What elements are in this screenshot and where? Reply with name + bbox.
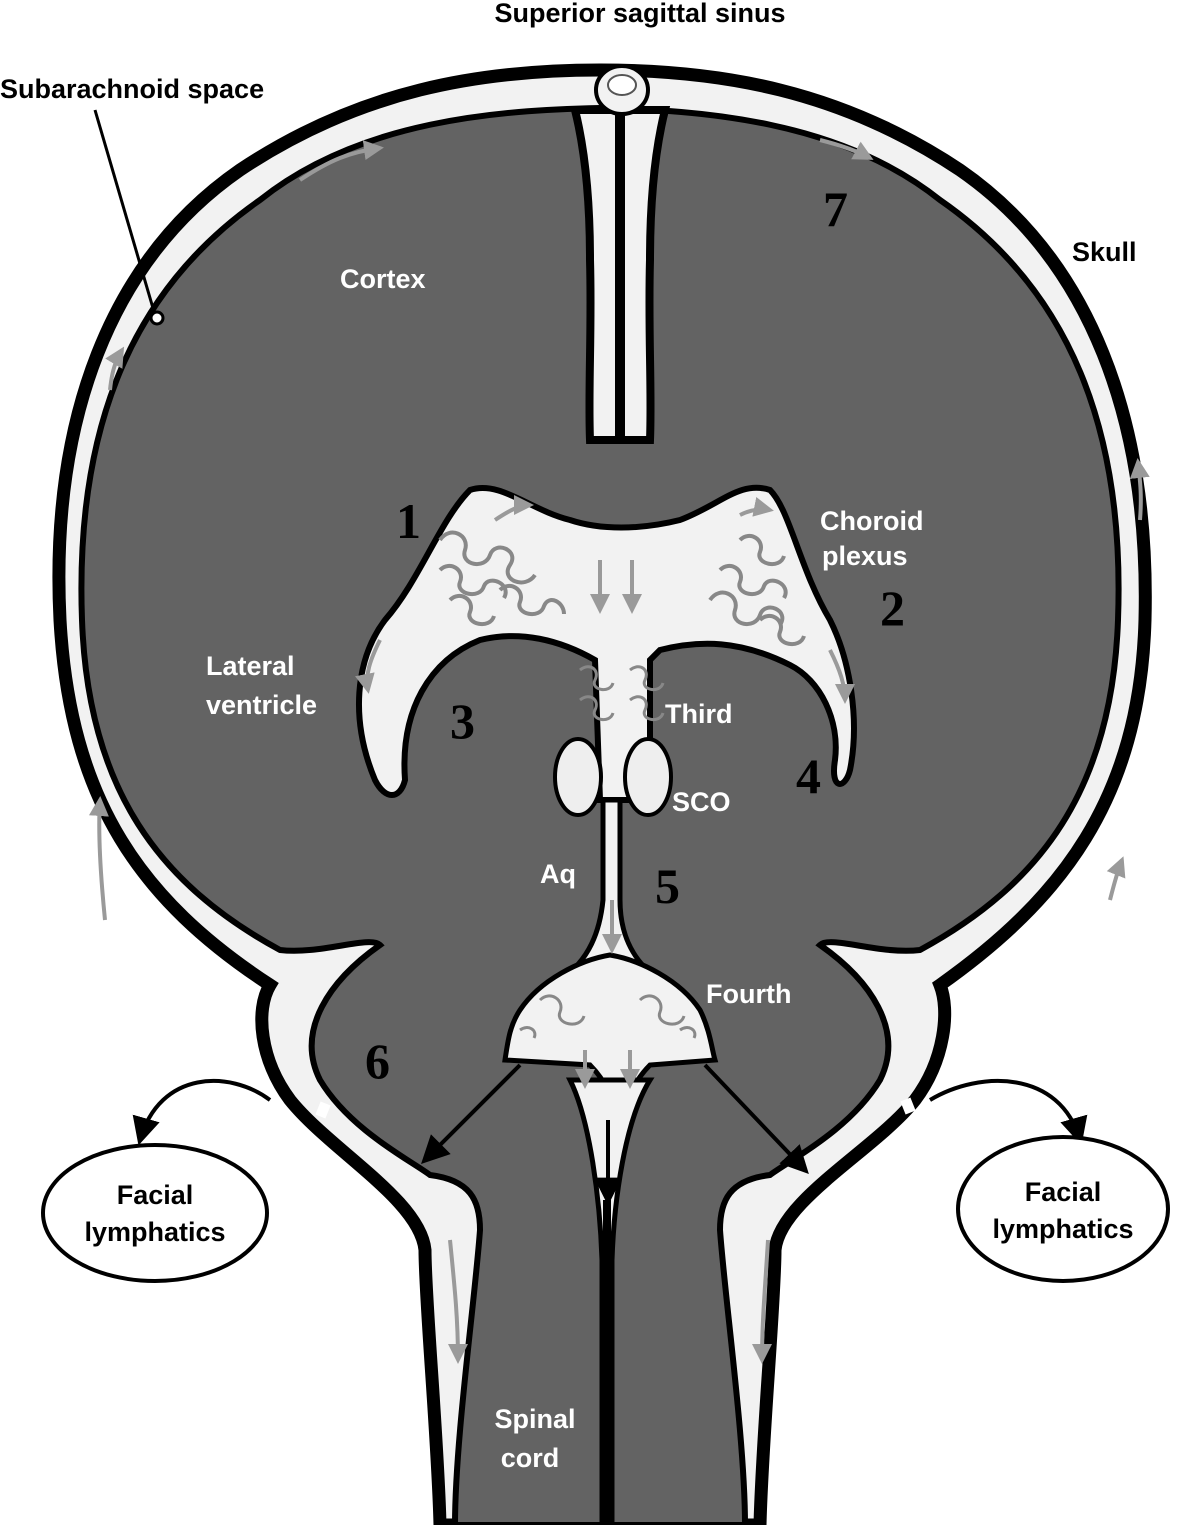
number-7: 7 (823, 181, 848, 237)
label-spinal-line1: Spinal (494, 1404, 575, 1434)
sco-left-oval (555, 739, 601, 815)
facial-lymphatics-right (958, 1137, 1168, 1281)
skull-gap-right (903, 1104, 913, 1108)
label-fourth: Fourth (706, 979, 791, 1009)
label-skull: Skull (1072, 237, 1137, 267)
subarachnoid-pointer-dot (151, 312, 163, 324)
sco-right-oval (625, 739, 671, 815)
label-subarachnoid-space: Subarachnoid space (0, 74, 264, 104)
sinus-lumen (608, 75, 636, 95)
label-aq: Aq (540, 859, 576, 889)
arrow-to-right-lymphatics (930, 1081, 1080, 1140)
number-2: 2 (880, 580, 905, 636)
facial-lymphatics-left (43, 1145, 267, 1281)
number-3: 3 (450, 693, 475, 749)
number-4: 4 (796, 748, 821, 804)
skull-gap-left (318, 1108, 328, 1112)
number-1: 1 (396, 493, 421, 549)
label-facial-left-line1: Facial (117, 1180, 194, 1210)
label-facial-right-line1: Facial (1025, 1177, 1102, 1207)
label-facial-left-line2: lymphatics (84, 1217, 225, 1247)
label-facial-right-line2: lymphatics (992, 1214, 1133, 1244)
label-spinal-line2: cord (501, 1443, 560, 1473)
label-cortex: Cortex (340, 264, 426, 294)
number-5: 5 (655, 858, 680, 914)
label-lateral-line2: ventricle (206, 690, 317, 720)
label-third: Third (665, 699, 733, 729)
label-sco: SCO (672, 787, 731, 817)
label-superior-sagittal-sinus: Superior sagittal sinus (494, 0, 785, 28)
arrow-to-left-lymphatics (140, 1081, 270, 1140)
number-6: 6 (365, 1033, 390, 1089)
label-lateral-line1: Lateral (206, 651, 295, 681)
label-choroid-line1: Choroid (820, 506, 923, 536)
label-choroid-line2: plexus (822, 541, 908, 571)
